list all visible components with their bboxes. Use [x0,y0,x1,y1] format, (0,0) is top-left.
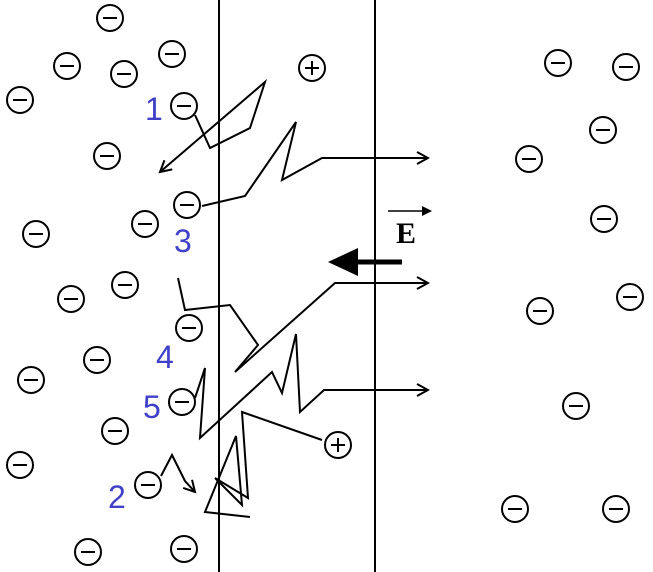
path-label-5: 5 [143,389,161,425]
field-label: E [388,206,432,250]
path-label-3: 3 [174,223,192,259]
path-label-4: 4 [156,339,174,375]
positive-ion [298,54,326,82]
negative-ion [93,142,121,170]
negative-ion [589,116,617,144]
negative-ion [110,60,138,88]
negative-ion [170,92,198,120]
negative-ion [53,52,81,80]
negative-ion [170,535,198,563]
vector-arrowhead [422,206,432,216]
negative-ion [562,392,590,420]
negative-ion [131,210,159,238]
negative-ion [17,366,45,394]
negative-ion [590,205,618,233]
negative-ion [616,283,644,311]
negative-ion [74,538,102,566]
negative-ion [111,271,139,299]
trajectory-1 [160,78,268,172]
negative-ion [173,191,201,219]
negative-ion [501,495,529,523]
negative-ion [602,495,630,523]
negative-ion [168,388,196,416]
field-symbol: E [396,217,416,250]
negative-ion [83,346,111,374]
path-label-1: 1 [145,91,163,127]
negative-ion [22,220,50,248]
negative-ion [96,4,124,32]
path-label-2: 2 [108,479,126,515]
negative-ion [158,40,186,68]
trajectory-2 [160,452,195,492]
electric-field-arrow [328,248,402,276]
trajectory-long [203,410,323,518]
negative-ion [6,86,34,114]
trajectory-3 [201,121,428,207]
negative-ion [515,145,543,173]
negative-ion [6,451,34,479]
negative-ion [612,53,640,81]
positive-ions [298,54,352,459]
trajectory-4 [177,278,428,373]
negative-ion [544,49,572,77]
negative-ion [134,471,162,499]
positive-ion [324,431,352,459]
negative-ion [175,314,203,342]
negative-ion [101,417,129,445]
trajectory-5 [194,333,428,441]
negative-ion [57,285,85,313]
negative-ion [526,297,554,325]
negative-ions [6,4,644,566]
